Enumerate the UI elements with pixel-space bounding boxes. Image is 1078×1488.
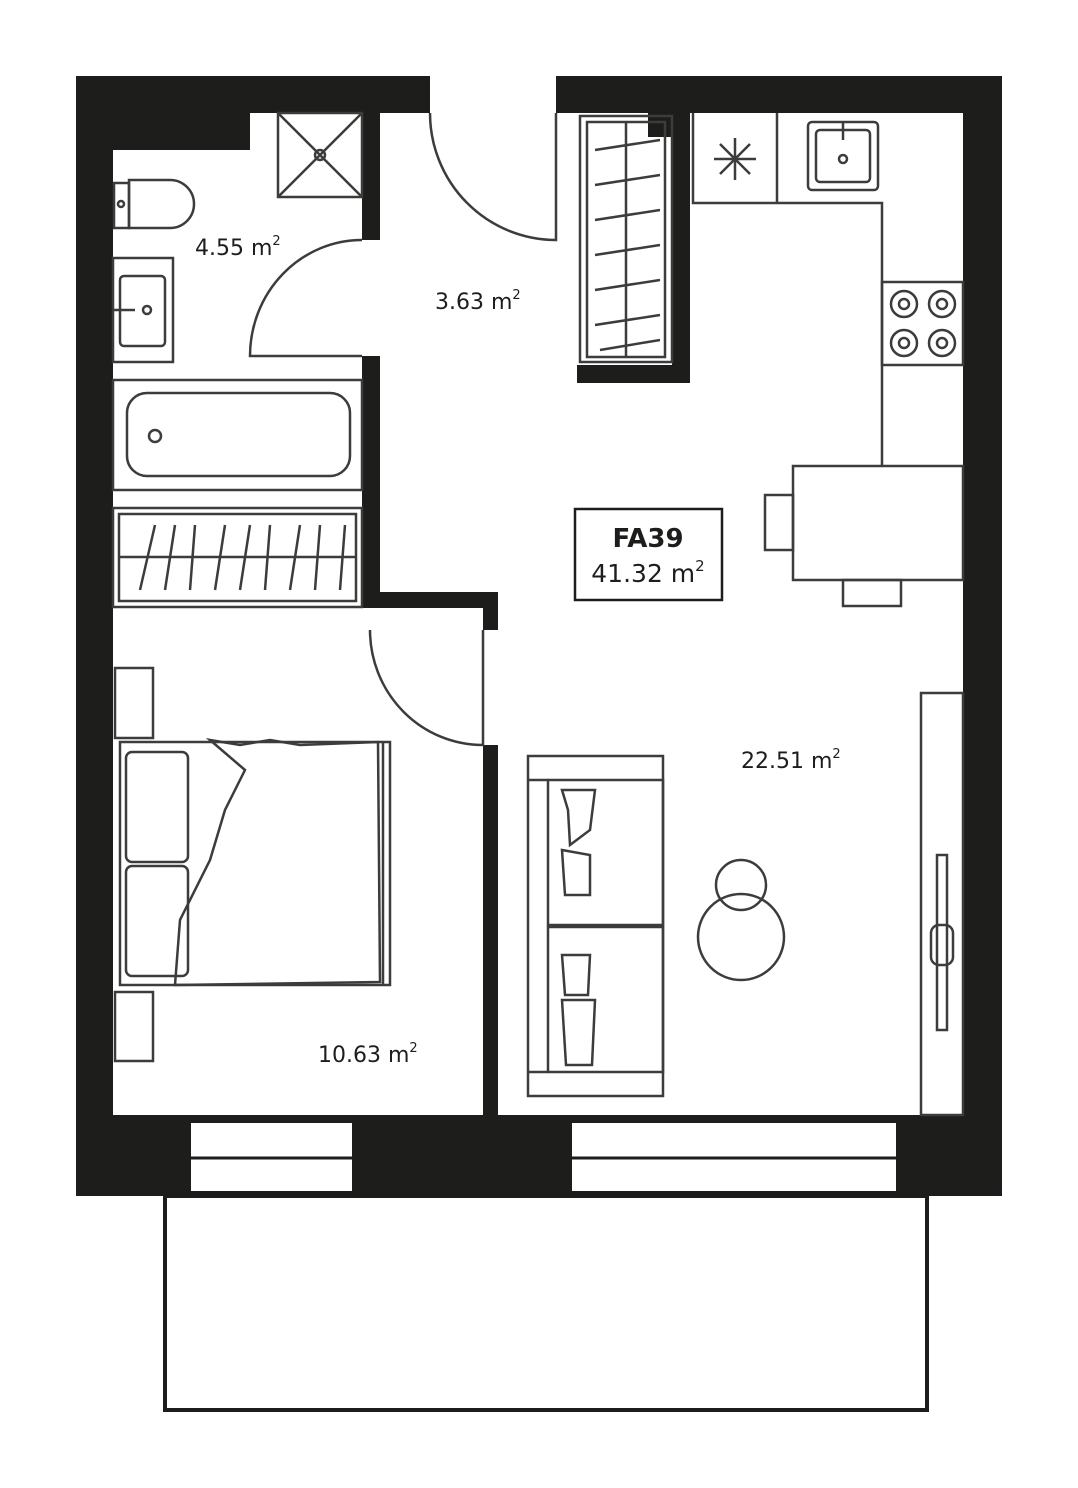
doors[interactable] xyxy=(248,112,558,747)
unit-total-area: 41.32 m2 xyxy=(591,557,704,588)
living-furniture xyxy=(526,691,965,1117)
balcony xyxy=(163,1194,929,1412)
bedroom-furniture xyxy=(113,666,392,1063)
room-area-living: 22.51 m2 xyxy=(741,747,841,774)
room-area-bathroom: 4.55 m2 xyxy=(195,234,281,261)
unit-label-box xyxy=(573,507,724,602)
kitchen xyxy=(691,113,965,608)
wall-notch xyxy=(113,113,250,150)
windows xyxy=(189,1121,898,1193)
unit-code: FA39 xyxy=(612,524,683,554)
bathroom-fixtures xyxy=(111,111,364,492)
interior-walls xyxy=(362,113,690,1115)
wardrobes xyxy=(111,114,674,609)
room-area-bedroom: 10.63 m2 xyxy=(318,1041,418,1068)
room-area-hall: 3.63 m2 xyxy=(435,288,521,315)
